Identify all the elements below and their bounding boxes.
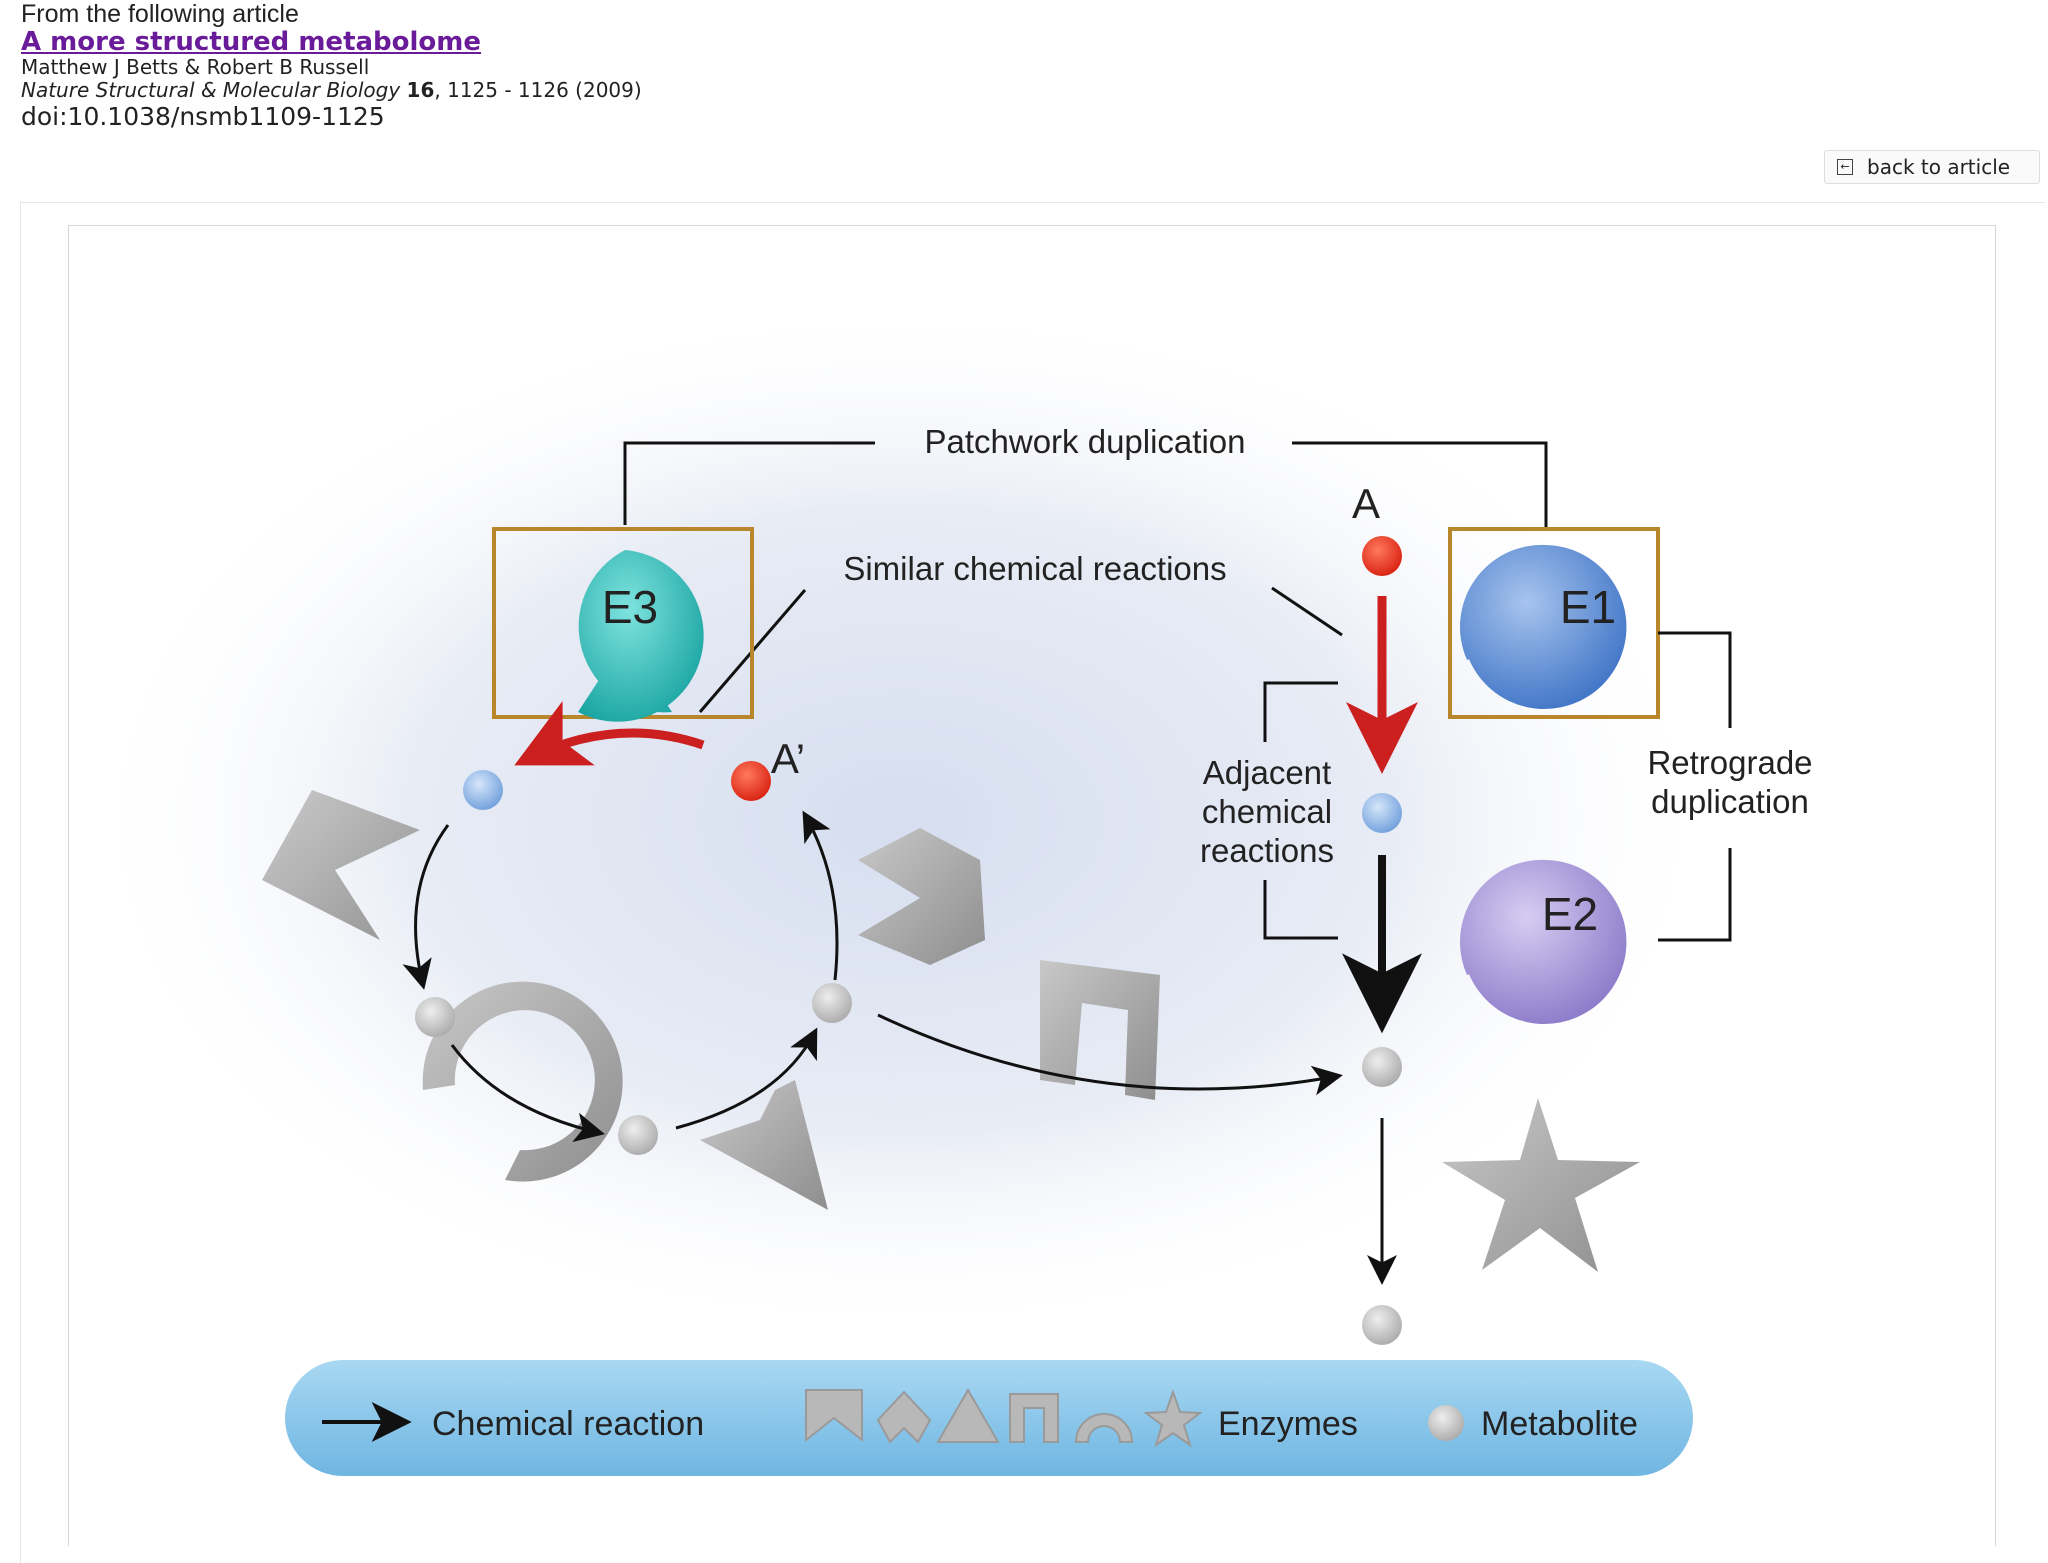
e3-enzyme-icon (578, 550, 704, 722)
journal-volume: 16 (406, 78, 435, 102)
legend-bar (285, 1360, 1693, 1476)
metabolite-right-blue (1362, 793, 1402, 833)
enzyme-shape-star (1442, 1098, 1640, 1272)
metabolite-a-label: A (1352, 480, 1380, 527)
retrograde-bracket (1658, 631, 1732, 942)
metabolite-right-gray-2 (1362, 1305, 1402, 1345)
figure-frame-outer (20, 202, 2045, 1563)
e2-enzyme-icon (1460, 859, 1627, 1024)
adjacent-bracket (1263, 681, 1338, 940)
cycle-arrow-red (514, 700, 705, 766)
patchwork-label: Patchwork duplication (924, 423, 1245, 460)
patchwork-bracket (623, 441, 1548, 530)
metabolite-a-prime-label: A’ (771, 735, 805, 782)
cycle-arrow-1 (402, 824, 450, 990)
back-to-article-button[interactable]: ← back to article (1824, 150, 2040, 184)
journal-pages: , 1125 - 1126 (2009) (434, 78, 642, 102)
retrograde-label-line2: duplication (1651, 783, 1809, 820)
metabolite-a (1362, 536, 1402, 576)
e1-highlight-box (1448, 527, 1660, 719)
similar-line-right (1271, 586, 1343, 637)
legend-enzyme-star-icon (1143, 1388, 1203, 1448)
e3-label: E3 (602, 581, 658, 633)
legend-enzyme-notch-icon (805, 1389, 863, 1443)
figure-frame-inner (68, 225, 1996, 1546)
metabolite-cycle-gray-bottom (618, 1115, 658, 1155)
enzyme-shape-arch (1040, 960, 1160, 1100)
article-doi: doi:10.1038/nsmb1109-1125 (21, 102, 385, 131)
journal-name: Nature Structural & Molecular Biology (21, 78, 401, 102)
adjacent-label-line2: chemical (1202, 793, 1332, 830)
legend-enzyme-pac-icon (876, 1390, 932, 1444)
intro-text: From the following article (21, 0, 299, 28)
back-arrow-icon: ← (1837, 159, 1853, 175)
metabolite-cycle-blue (463, 770, 503, 810)
similar-reactions-label: Similar chemical reactions (843, 550, 1226, 587)
cycle-arrow-4 (802, 810, 839, 981)
legend-enzyme-triangle-icon (936, 1387, 1000, 1443)
cycle-to-pathway-arrow (877, 1013, 1343, 1096)
cycle-arrow-3 (675, 1027, 818, 1130)
retrograde-label-line1: Retrograde (1647, 744, 1812, 781)
enzyme-shape-notch (262, 790, 420, 940)
metabolite-right-gray-1 (1362, 1047, 1402, 1087)
legend-metabolite-icon (1428, 1405, 1464, 1441)
legend-enzyme-icons (805, 1387, 1203, 1448)
enzyme-shape-v (700, 1080, 828, 1210)
enzyme-shape-pac (858, 828, 985, 965)
cycle-arrow-2 (450, 1044, 605, 1143)
article-authors: Matthew J Betts & Robert B Russell (21, 55, 370, 79)
metabolite-cycle-gray-left (415, 997, 455, 1037)
legend-enzyme-arch-icon (1009, 1393, 1059, 1443)
adjacent-label-line3: reactions (1200, 832, 1334, 869)
legend-metabolite-label: Metabolite (1481, 1405, 1638, 1443)
legend-enzyme-crescent-icon (1074, 1413, 1134, 1443)
article-title-link[interactable]: A more structured metabolome (21, 27, 482, 57)
journal-citation: Nature Structural & Molecular Biology 16… (21, 80, 642, 100)
metabolite-cycle-gray-right (812, 983, 852, 1023)
metabolite-a-prime (731, 761, 771, 801)
back-to-article-label: back to article (1867, 155, 2011, 179)
e1-enzyme-icon (1460, 544, 1627, 709)
legend-reaction-label: Chemical reaction (432, 1405, 704, 1443)
adjacent-label-line1: Adjacent (1203, 754, 1331, 791)
e2-label: E2 (1542, 888, 1598, 940)
e1-label: E1 (1560, 581, 1616, 633)
legend-enzymes-label: Enzymes (1218, 1405, 1358, 1443)
